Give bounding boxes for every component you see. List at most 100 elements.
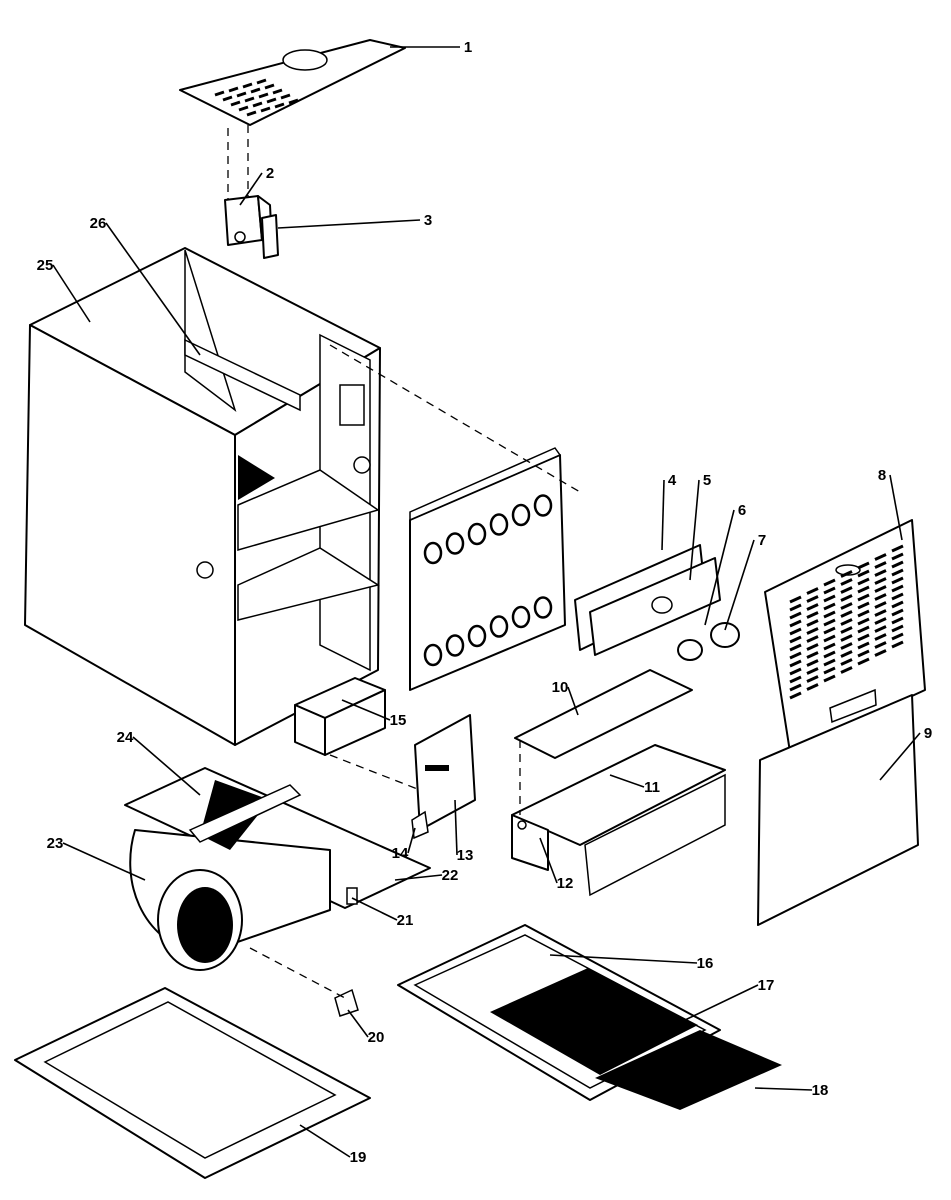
grille-slot	[789, 603, 802, 612]
grille-slot	[857, 641, 870, 650]
grille-slot	[891, 544, 904, 553]
leader-10	[567, 686, 579, 716]
burner-hole	[423, 643, 443, 667]
grille-slot	[806, 587, 819, 595]
callout-12: 12	[557, 875, 574, 892]
grille-slot	[857, 657, 870, 666]
leader-5	[689, 479, 700, 581]
leader-19	[299, 1124, 351, 1158]
grille-slot	[789, 635, 802, 644]
burner-hole	[423, 541, 443, 565]
leader-7	[724, 539, 755, 631]
grille-slot	[823, 602, 836, 611]
grille-slot	[806, 619, 819, 627]
callout-4: 4	[668, 472, 677, 489]
burner-hole	[467, 522, 487, 546]
callout-3: 3	[424, 212, 432, 229]
grille-slot	[857, 601, 870, 610]
grille-slot	[789, 595, 802, 604]
gasket-ring	[677, 639, 703, 661]
cabinet	[24, 247, 381, 746]
grille-slot	[806, 651, 819, 659]
leader-6	[704, 509, 735, 626]
sight-glass-ring	[710, 622, 740, 648]
leader-12	[539, 837, 558, 884]
grille-slot	[891, 632, 904, 641]
callout-11: 11	[644, 779, 660, 796]
grille-slot	[857, 569, 870, 578]
grille-slot	[891, 576, 904, 585]
grille-slot	[789, 659, 802, 668]
vent-slot	[228, 86, 239, 93]
grille-slot	[789, 675, 802, 684]
grille-slot	[891, 616, 904, 625]
grille-slot	[806, 635, 819, 643]
callout-1: 1	[464, 39, 472, 56]
grille-slot	[806, 611, 819, 619]
burner-hole	[445, 634, 465, 657]
grille-slot	[857, 625, 870, 634]
leader-13	[454, 799, 458, 856]
leader-9	[879, 732, 921, 781]
grille-slot	[857, 649, 870, 658]
grille-slot	[789, 683, 802, 692]
vent-slot	[258, 92, 269, 99]
burner-hole	[445, 532, 465, 555]
grille-slot	[874, 625, 887, 633]
callout-25: 25	[37, 257, 54, 274]
grille-slot	[891, 640, 904, 649]
grille-slot	[857, 585, 870, 594]
grille-slot	[857, 593, 870, 602]
grille-slot	[874, 553, 887, 561]
callout-13: 13	[457, 847, 474, 864]
grille-slot	[806, 683, 819, 691]
leader-lines	[52, 46, 921, 1158]
grille-slot	[789, 619, 802, 628]
burner-hole	[511, 605, 531, 629]
vent-slot	[230, 100, 241, 107]
grille-slot	[823, 578, 836, 587]
leader-22	[394, 874, 443, 881]
vent-slot	[280, 93, 291, 100]
vent-slot	[242, 82, 253, 89]
burner-panel	[409, 447, 566, 691]
grille-slot	[806, 643, 819, 651]
grille-slot	[806, 675, 819, 683]
vent-slot	[266, 97, 277, 104]
grille-slot	[840, 666, 853, 674]
vent-slot	[252, 101, 263, 108]
grille-slot	[840, 634, 853, 642]
grille-slot	[823, 626, 836, 635]
leader-11	[609, 774, 645, 788]
vent-slot	[236, 91, 247, 98]
base-pan	[14, 987, 371, 1179]
grille-slot	[789, 667, 802, 676]
grille-slot	[789, 611, 802, 620]
grille-slot	[840, 602, 853, 610]
grille-slot	[823, 634, 836, 643]
callout-14: 14	[392, 845, 409, 862]
leader-25	[52, 264, 91, 323]
grille-slot	[857, 633, 870, 642]
vent-slot	[256, 78, 267, 85]
grille-slot	[823, 666, 836, 675]
callout-2: 2	[266, 165, 274, 182]
grille-slot	[874, 649, 887, 657]
blower-assembly	[124, 767, 431, 971]
callout-23: 23	[47, 835, 64, 852]
grille-slot	[840, 594, 853, 602]
leader-4	[661, 479, 665, 551]
leader-2	[239, 172, 263, 206]
grille-slot	[840, 570, 853, 578]
burner-hole	[489, 615, 509, 638]
grille-slot	[823, 658, 836, 667]
grille-slot	[840, 658, 853, 666]
grille-slot	[823, 642, 836, 651]
grille-slot	[857, 577, 870, 586]
callout-26: 26	[90, 215, 107, 232]
callout-9: 9	[924, 725, 932, 742]
vent-slot	[214, 90, 225, 97]
grille-slot	[806, 627, 819, 635]
leader-20	[347, 1009, 369, 1038]
